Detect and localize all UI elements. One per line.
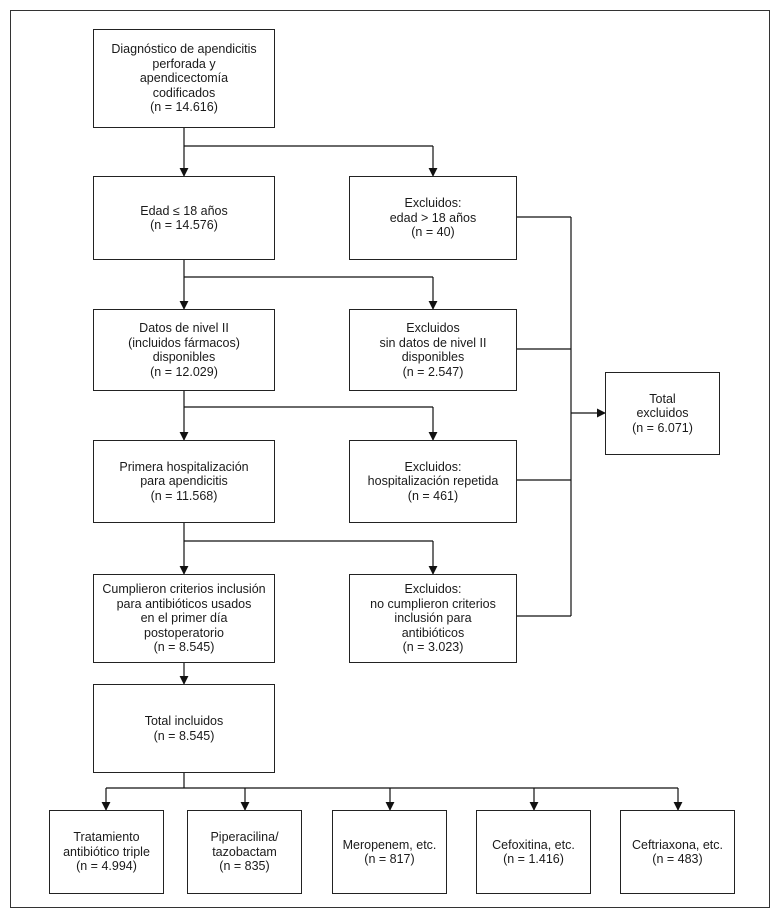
box-treatment-piperacillin: Piperacilina/ tazobactam (n = 835) [187,810,302,894]
box-treatment-triple: Tratamiento antibiótico triple (n = 4.99… [49,810,164,894]
box-excluded-repeat: Excluidos: hospitalización repetida (n =… [349,440,517,523]
box-treatment-cefoxitin-text: Cefoxitina, etc. (n = 1.416) [492,837,575,867]
box-excluded-criteria: Excluidos: no cumplieron criterios inclu… [349,574,517,663]
box-excluded-age-text: Excluidos: edad > 18 años (n = 40) [389,196,477,240]
box-treatment-piperacillin-text: Piperacilina/ tazobactam (n = 835) [210,830,279,874]
box-excluded-level2: Excluidos sin datos de nivel II disponib… [349,309,517,391]
box-total-included-text: Total incluidos (n = 8.545) [144,714,224,743]
box-diagnosis-text: Diagnóstico de apendicitis perforada y a… [111,42,257,115]
box-total-included: Total incluidos (n = 8.545) [93,684,275,773]
figure-frame [10,10,770,908]
box-total-excluded: Total excluidos (n = 6.071) [605,372,720,455]
box-treatment-meropenem: Meropenem, etc. (n = 817) [332,810,447,894]
box-excluded-level2-text: Excluidos sin datos de nivel II disponib… [379,321,487,379]
box-first-hospitalization-text: Primera hospitalización para apendicitis… [119,459,249,503]
box-level2: Datos de nivel II (incluidos fármacos) d… [93,309,275,391]
box-treatment-triple-text: Tratamiento antibiótico triple (n = 4.99… [63,830,150,874]
box-age: Edad ≤ 18 años (n = 14.576) [93,176,275,260]
box-inclusion-criteria-text: Cumplieron criterios inclusión para anti… [102,582,266,655]
box-age-text: Edad ≤ 18 años (n = 14.576) [140,203,228,233]
box-treatment-ceftriaxone: Ceftriaxona, etc. (n = 483) [620,810,735,894]
box-treatment-cefoxitin: Cefoxitina, etc. (n = 1.416) [476,810,591,894]
box-first-hospitalization: Primera hospitalización para apendicitis… [93,440,275,523]
box-excluded-age: Excluidos: edad > 18 años (n = 40) [349,176,517,260]
box-inclusion-criteria: Cumplieron criterios inclusión para anti… [93,574,275,663]
box-level2-text: Datos de nivel II (incluidos fármacos) d… [128,321,240,379]
box-total-excluded-text: Total excluidos (n = 6.071) [632,391,693,435]
box-treatment-ceftriaxone-text: Ceftriaxona, etc. (n = 483) [631,837,723,867]
box-excluded-repeat-text: Excluidos: hospitalización repetida (n =… [367,459,499,503]
box-excluded-criteria-text: Excluidos: no cumplieron criterios inclu… [370,582,496,655]
box-diagnosis: Diagnóstico de apendicitis perforada y a… [93,29,275,128]
box-treatment-meropenem-text: Meropenem, etc. (n = 817) [342,837,437,867]
